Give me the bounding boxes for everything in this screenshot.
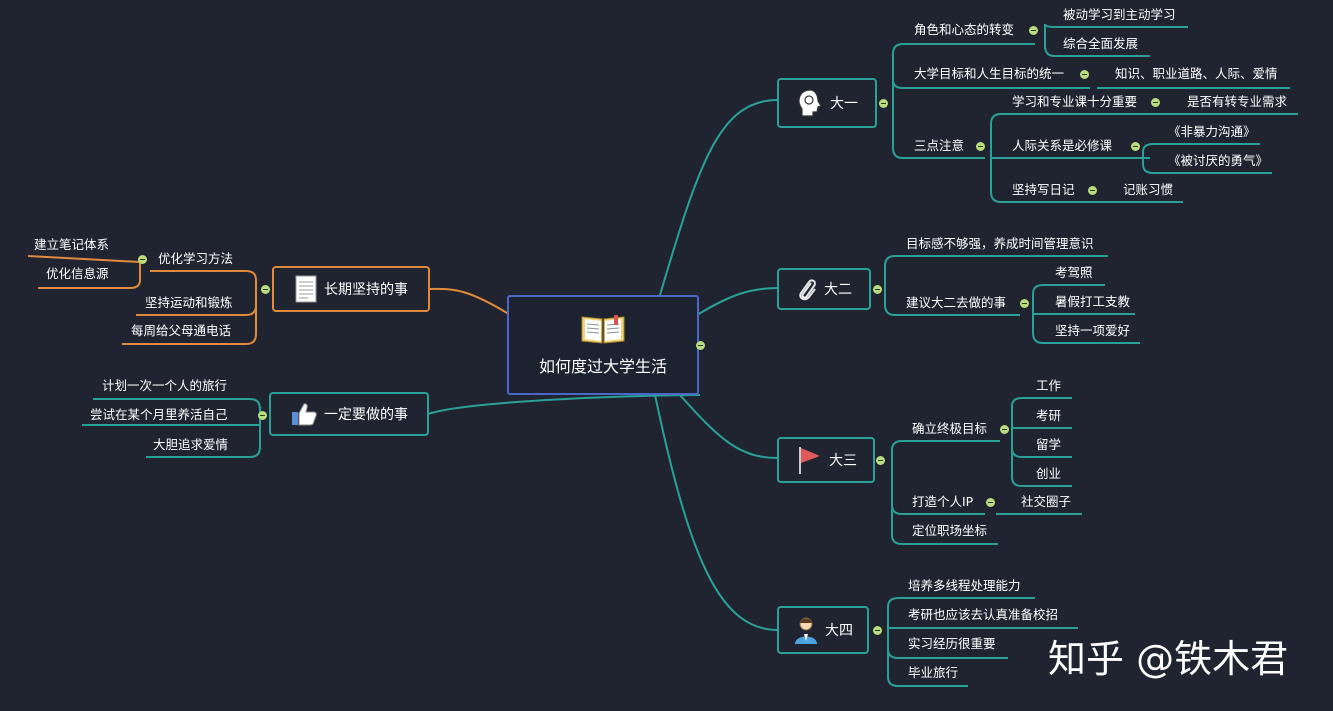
collapse-toggle[interactable]: [876, 456, 885, 465]
subtopic[interactable]: 综合全面发展: [1063, 36, 1139, 51]
subtopic[interactable]: 暑假打工支教: [1055, 294, 1131, 309]
collapse-toggle[interactable]: [1131, 142, 1140, 151]
collapse-toggle[interactable]: [873, 626, 882, 635]
collapse-toggle[interactable]: [258, 411, 267, 420]
collapse-toggle[interactable]: [879, 99, 888, 108]
collapse-toggle[interactable]: [873, 285, 882, 294]
subtopic[interactable]: 留学: [1036, 437, 1062, 452]
subtopic[interactable]: 坚持运动和锻炼: [145, 295, 233, 310]
thumbs-up-icon: [292, 403, 317, 426]
subtopic[interactable]: 建议大二去做的事: [906, 295, 1007, 310]
subtopic[interactable]: 定位职场坐标: [912, 523, 988, 538]
paperclip-icon: [799, 279, 816, 301]
subtopic[interactable]: 创业: [1036, 466, 1062, 481]
topic-year4-label: 大四: [825, 623, 853, 639]
watermark: 知乎 @铁木君: [1048, 637, 1289, 681]
collapse-toggle[interactable]: [696, 341, 705, 350]
document-icon: [295, 275, 317, 303]
topic-year3[interactable]: 大三: [777, 437, 875, 483]
subtopic[interactable]: 坚持一项爱好: [1055, 323, 1131, 338]
subtopic[interactable]: 被动学习到主动学习: [1063, 7, 1176, 22]
collapse-toggle[interactable]: [1000, 425, 1009, 434]
flag-icon: [799, 447, 820, 474]
central-topic[interactable]: 如何度过大学生活: [507, 295, 699, 395]
topic-year2-label: 大二: [824, 282, 852, 298]
subtopic[interactable]: 优化信息源: [46, 266, 109, 281]
subtopic[interactable]: 大胆追求爱情: [153, 437, 229, 452]
topic-longterm-label: 长期坚持的事: [324, 282, 408, 298]
topic-mustdo-label: 一定要做的事: [324, 407, 408, 423]
subtopic[interactable]: 确立终极目标: [912, 421, 988, 436]
subtopic[interactable]: 学习和专业课十分重要: [1012, 94, 1138, 109]
head-icon: [798, 89, 822, 117]
topic-year3-label: 大三: [829, 453, 857, 469]
subtopic[interactable]: 每周给父母通电话: [131, 323, 232, 338]
collapse-toggle[interactable]: [986, 498, 995, 507]
subtopic[interactable]: 考驾照: [1055, 265, 1093, 280]
topic-year1[interactable]: 大一: [777, 78, 877, 128]
subtopic[interactable]: 大学目标和人生目标的统一: [914, 66, 1065, 81]
subtopic[interactable]: 人际关系是必修课: [1012, 138, 1113, 153]
collapse-toggle[interactable]: [976, 142, 985, 151]
topic-mustdo[interactable]: 一定要做的事: [269, 392, 429, 436]
subtopic[interactable]: 考研也应该去认真准备校招: [908, 607, 1059, 622]
collapse-toggle[interactable]: [1151, 98, 1160, 107]
topic-year2[interactable]: 大二: [777, 268, 871, 310]
person-icon: [795, 617, 817, 644]
collapse-toggle[interactable]: [261, 285, 270, 294]
subtopic[interactable]: 考研: [1036, 408, 1062, 423]
collapse-toggle[interactable]: [1088, 186, 1097, 195]
topic-year1-label: 大一: [830, 96, 858, 112]
collapse-toggle[interactable]: [1020, 299, 1029, 308]
subtopic[interactable]: 三点注意: [914, 138, 965, 153]
subtopic[interactable]: 坚持写日记: [1012, 182, 1075, 197]
collapse-toggle[interactable]: [1080, 70, 1089, 79]
subtopic[interactable]: 尝试在某个月里养活自己: [90, 407, 228, 422]
subtopic[interactable]: 《非暴力沟通》: [1168, 124, 1256, 139]
subtopic[interactable]: 打造个人IP: [912, 494, 974, 509]
subtopic[interactable]: 《被讨厌的勇气》: [1168, 153, 1269, 168]
subtopic[interactable]: 毕业旅行: [908, 665, 959, 680]
collapse-toggle[interactable]: [1029, 26, 1038, 35]
subtopic[interactable]: 优化学习方法: [158, 251, 234, 266]
subtopic[interactable]: 社交圈子: [1021, 494, 1072, 509]
subtopic[interactable]: 计划一次一个人的旅行: [102, 378, 228, 393]
subtopic[interactable]: 目标感不够强，养成时间管理意识: [906, 236, 1094, 251]
subtopic[interactable]: 记账习惯: [1123, 182, 1174, 197]
book-icon: [581, 315, 625, 344]
central-topic-title: 如何度过大学生活: [538, 357, 667, 376]
subtopic[interactable]: 培养多线程处理能力: [908, 578, 1021, 593]
subtopic[interactable]: 实习经历很重要: [908, 636, 996, 651]
topic-year4[interactable]: 大四: [777, 606, 869, 654]
topic-longterm[interactable]: 长期坚持的事: [272, 266, 430, 312]
subtopic[interactable]: 角色和心态的转变: [914, 22, 1015, 37]
subtopic[interactable]: 建立笔记体系: [34, 237, 110, 252]
subtopic[interactable]: 知识、职业道路、人际、爱情: [1115, 66, 1278, 81]
subtopic[interactable]: 是否有转专业需求: [1187, 94, 1288, 109]
collapse-toggle[interactable]: [138, 255, 147, 264]
subtopic[interactable]: 工作: [1036, 378, 1062, 393]
